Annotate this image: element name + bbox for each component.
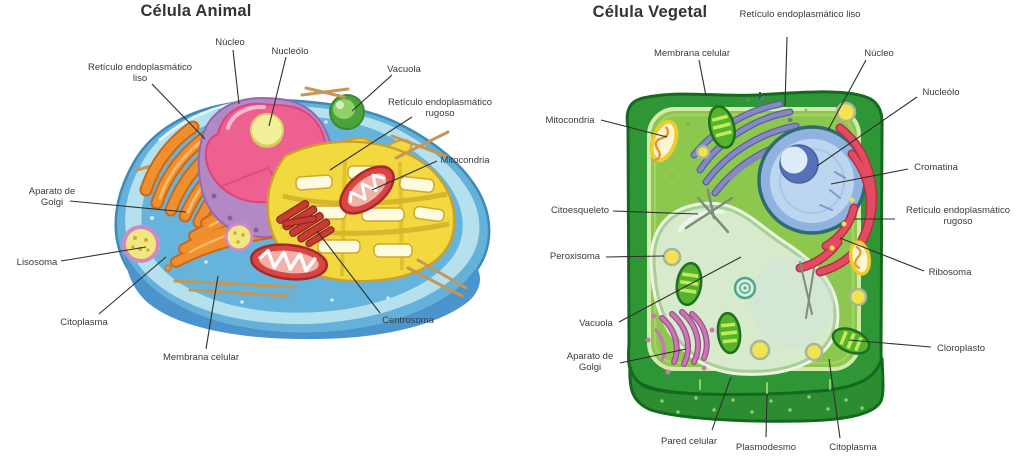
label-re-liso-animal: Retículo endoplasmático liso	[87, 62, 193, 85]
leader-lines	[60, 36, 932, 439]
mitochondria-animal-2	[249, 243, 329, 281]
leader-cloroplasto-vegetal	[848, 339, 932, 348]
mitochondria-animal-1	[339, 165, 395, 215]
label-ribosoma-vegetal: Ribosoma	[928, 267, 972, 278]
label-nucleolo-vegetal: Nucleólo	[922, 87, 960, 98]
mitochondria-plant-1	[649, 119, 679, 163]
leader-golgi-animal	[69, 200, 187, 213]
lysosome-animal-1	[122, 225, 160, 263]
cytoskeleton-plant	[684, 188, 815, 319]
label-citoplasma-animal: Citoplasma	[60, 317, 108, 328]
leader-golgi-vegetal	[619, 348, 687, 364]
label-re-liso-vegetal: Retículo endoplasmático liso	[739, 9, 861, 20]
leader-plasmodesmo-vegetal	[765, 393, 768, 438]
cytoskeleton-fibers-2	[300, 86, 468, 298]
label-plasmodesmo-vegetal: Plasmodesmo	[735, 442, 797, 453]
label-vacuola-animal: Vacuola	[387, 64, 421, 75]
label-nucleo-vegetal: Núcleo	[864, 48, 894, 59]
cell-wall-front-band	[628, 357, 885, 423]
label-nucleolo-animal: Nucleólo	[271, 46, 309, 57]
leader-vacuola-animal	[351, 74, 393, 112]
animal-cell-title: Célula Animal	[140, 2, 252, 20]
plant-cell-title: Célula Vegetal	[592, 3, 708, 21]
leader-ribosoma-vegetal	[839, 237, 925, 272]
leader-nucleolo-vegetal	[816, 96, 918, 167]
leader-lisosoma-animal	[60, 246, 147, 262]
label-membrana-animal: Membrana celular	[162, 352, 240, 363]
label-re-rugoso-vegetal: Retículo endoplasmático rugoso	[905, 205, 1011, 228]
vacuole-animal	[329, 94, 365, 130]
label-lisosoma-animal: Lisosoma	[16, 257, 58, 268]
label-golgi-animal: Aparato de Golgi	[28, 186, 76, 209]
label-centrosoma-animal: Centrosoma	[382, 315, 434, 326]
rough-er-plant	[795, 123, 878, 277]
leader-peroxisoma-vegetal	[605, 255, 665, 258]
animal-cell-illustration	[114, 86, 491, 340]
wall-dots	[660, 395, 864, 414]
leader-mitocondria-animal	[371, 160, 438, 191]
label-membrana-vegetal: Membrana celular	[653, 48, 731, 59]
label-re-rugoso-animal: Retículo endoplasmático rugoso	[387, 97, 493, 120]
label-nucleo-animal: Núcleo	[215, 37, 245, 48]
leader-re-liso-animal	[151, 83, 206, 140]
leader-re-liso-vegetal	[784, 36, 788, 107]
leader-citoplasma-animal	[98, 256, 167, 315]
leader-membrana-vegetal	[698, 59, 707, 97]
label-citoplasma-vegetal: Citoplasma	[829, 442, 877, 453]
leader-mitocondria-vegetal	[600, 119, 668, 138]
vacuole-inclusion	[733, 276, 757, 300]
label-golgi-vegetal: Aparato de Golgi	[566, 351, 614, 374]
chromatin	[819, 171, 846, 211]
label-cloroplasto-vegetal: Cloroplasto	[936, 343, 986, 354]
lysosome-animal-2	[224, 222, 254, 252]
centrosome-animal	[276, 199, 335, 248]
leader-vacuola-vegetal	[618, 256, 742, 323]
label-mitocondria-animal: Mitocondria	[440, 155, 490, 166]
leader-nucleo-animal	[232, 49, 240, 105]
label-cromatina-vegetal: Cromatina	[914, 162, 958, 173]
label-citoesqueleto-vegetal: Citoesqueleto	[550, 205, 610, 216]
plant-cell-illustration	[625, 90, 885, 423]
golgi-plant	[645, 309, 715, 375]
mitochondria-plant-2	[848, 240, 872, 276]
leader-citoesqueleto-vegetal	[612, 210, 699, 215]
central-vacuole-plant	[649, 201, 840, 376]
label-mitocondria-vegetal: Mitocondria	[545, 115, 595, 126]
label-peroxisoma-vegetal: Peroxisoma	[549, 251, 601, 262]
leader-citoplasma-vegetal	[828, 358, 841, 439]
label-vacuola-vegetal: Vacuola	[579, 318, 613, 329]
leader-cromatina-vegetal	[830, 168, 909, 185]
plasmodesmata	[699, 379, 831, 394]
leader-centrosoma-animal	[316, 230, 381, 314]
leader-membrana-animal	[205, 275, 219, 350]
peroxisomes	[662, 101, 868, 362]
nucleus-plant	[757, 125, 867, 235]
leader-nucleo-vegetal	[827, 59, 867, 131]
chloroplasts	[675, 105, 871, 355]
label-pared-vegetal: Pared celular	[661, 436, 717, 447]
leader-nucleolo-animal	[268, 56, 287, 127]
leader-pared-vegetal	[711, 376, 732, 431]
leader-re-rugoso-animal	[329, 116, 413, 171]
